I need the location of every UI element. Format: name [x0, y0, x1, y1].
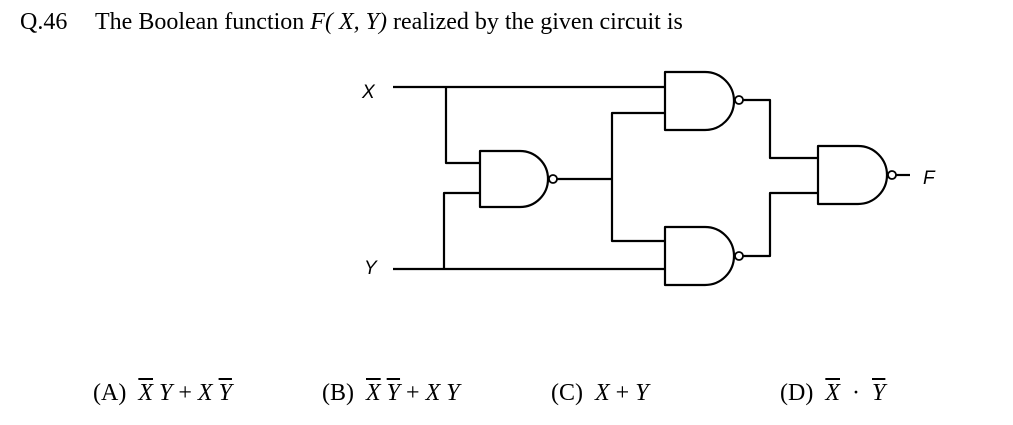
option-d-label: (D) [780, 380, 814, 406]
option-b-label: (B) [322, 380, 354, 406]
nand-gate-middle [478, 149, 550, 209]
question-text-after: realized by the given circuit is [386, 9, 683, 35]
nand-bubble-bottom [734, 251, 744, 261]
nand-bubble-top [734, 95, 744, 105]
output-f-label: F [923, 168, 936, 189]
nand-gate-top [663, 70, 736, 132]
option-a-term-2: Y [159, 380, 173, 406]
option-b-term-2: Y [386, 380, 401, 406]
option-b-op: + [406, 380, 420, 406]
option-b-term-1: X [366, 380, 381, 406]
wire-split-down [610, 179, 665, 243]
option-a-term-4: Y [218, 380, 232, 406]
nand-bubble-output [887, 170, 897, 180]
option-d-term-1: X [825, 380, 840, 406]
option-a-term-1: X [138, 380, 153, 406]
nand-gate-output [816, 144, 889, 206]
option-c-label: (C) [551, 380, 583, 406]
nand-gate-bottom [663, 225, 736, 287]
answer-options: (A) X Y + X Y (B) X Y + X Y (C) X + Y (D… [0, 380, 1013, 414]
option-c-op: + [615, 380, 630, 406]
input-x-label: X [361, 82, 376, 103]
question-text-before: The Boolean function [95, 9, 311, 35]
option-a-op: + [178, 380, 192, 406]
question-header: Q.46 The Boolean function F( X, Y) realiz… [20, 6, 683, 38]
question-number: Q.46 [20, 9, 68, 35]
option-d[interactable]: (D) X · Y [780, 380, 885, 407]
option-b-term-4: Y [446, 380, 460, 406]
option-b[interactable]: (B) X Y + X Y [322, 380, 460, 407]
option-d-term-2: Y [872, 380, 886, 406]
function-args: ( X, Y) [324, 9, 387, 35]
input-y-label: Y [364, 258, 378, 279]
option-a[interactable]: (A) X Y + X Y [93, 380, 232, 407]
option-c[interactable]: (C) X + Y [551, 380, 649, 407]
wire-bottom-out [743, 191, 818, 258]
option-a-label: (A) [93, 380, 127, 406]
wire-split-up [610, 111, 665, 179]
option-a-term-3: X [197, 380, 213, 406]
option-c-term-2: Y [635, 380, 649, 406]
function-name: F [310, 9, 325, 35]
option-c-term-1: X [595, 380, 610, 406]
wire-top-out [743, 98, 818, 160]
wire-x-branch [444, 87, 480, 165]
wire-y-branch [442, 191, 480, 269]
option-b-term-3: X [425, 380, 441, 406]
nand-bubble-middle [548, 174, 558, 184]
option-d-op: · [852, 380, 860, 406]
